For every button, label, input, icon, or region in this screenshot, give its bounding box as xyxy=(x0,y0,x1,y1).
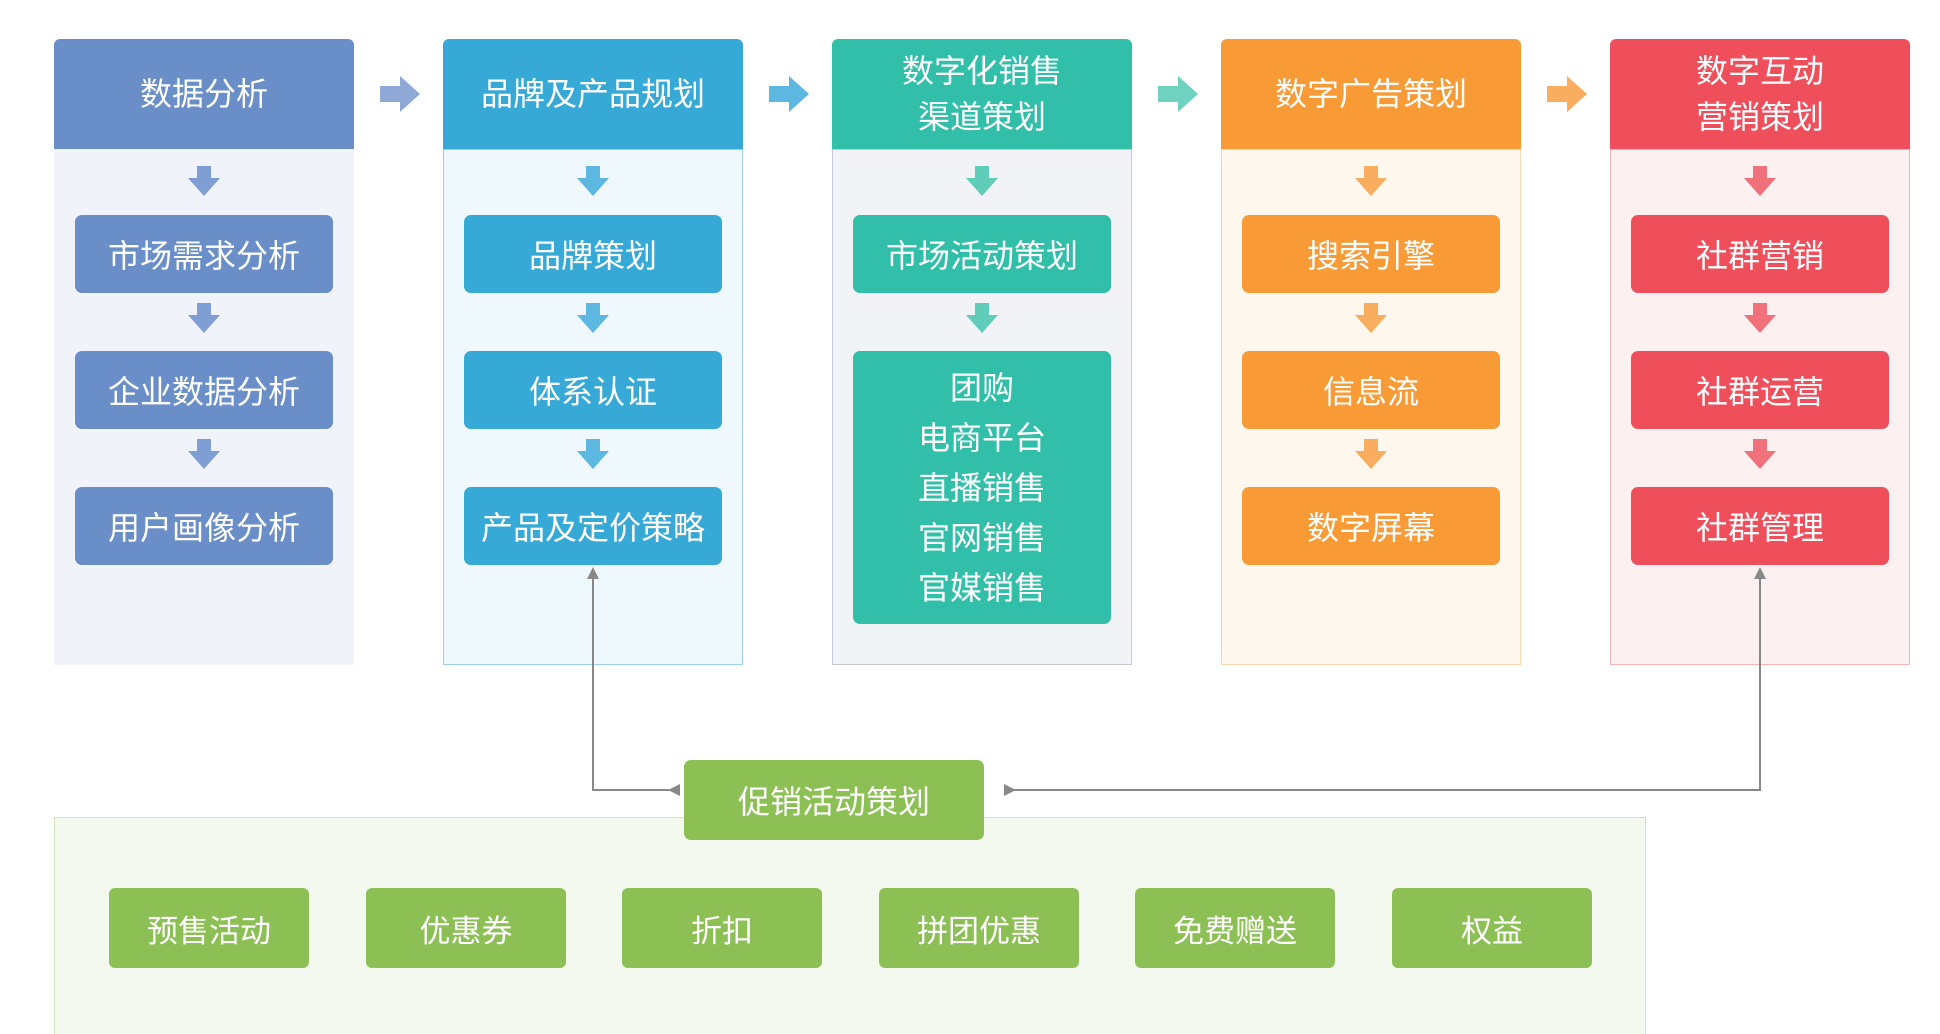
step-box: 社群运营 xyxy=(1631,351,1889,429)
sales-channel-list: 团购 电商平台 直播销售 官网销售 官媒销售 xyxy=(853,351,1111,624)
promotion-panel xyxy=(54,817,1646,1034)
column-header-label: 数据分析 xyxy=(139,75,268,113)
sales-channel-item: 团购 xyxy=(949,368,1014,407)
promotion-item: 预售活动 xyxy=(109,888,309,968)
sales-channel-item: 电商平台 xyxy=(917,418,1046,457)
step-box: 搜索引擎 xyxy=(1242,215,1500,293)
arrow-down-icon xyxy=(577,303,609,333)
arrow-down-icon xyxy=(1744,303,1776,333)
arrow-down-icon xyxy=(1744,166,1776,196)
promotion-item: 优惠券 xyxy=(366,888,566,968)
column-header: 数字互动 营销策划 xyxy=(1610,39,1910,149)
column-header-label: 品牌及产品规划 xyxy=(480,75,705,113)
column-header: 数据分析 xyxy=(54,39,354,149)
step-box: 企业数据分析 xyxy=(75,351,333,429)
arrow-down-icon xyxy=(966,303,998,333)
step-box: 社群管理 xyxy=(1631,487,1889,565)
column-brand-product: 品牌及产品规划 品牌策划 体系认证 产品及定价策略 xyxy=(443,39,743,665)
step-box: 用户画像分析 xyxy=(75,487,333,565)
arrow-right-icon xyxy=(380,76,420,112)
step-box: 市场需求分析 xyxy=(75,215,333,293)
arrow-down-icon xyxy=(1744,439,1776,469)
promotion-item: 权益 xyxy=(1392,888,1592,968)
arrow-down-icon xyxy=(188,166,220,196)
arrow-down-icon xyxy=(577,166,609,196)
arrow-right-icon xyxy=(1158,76,1198,112)
arrow-down-icon xyxy=(577,439,609,469)
column-header: 数字广告策划 xyxy=(1221,39,1521,149)
arrow-down-icon xyxy=(188,439,220,469)
sales-channel-item: 直播销售 xyxy=(917,468,1046,507)
promotion-item: 折扣 xyxy=(622,888,822,968)
promotion-item: 免费赠送 xyxy=(1135,888,1335,968)
column-header-line: 数字互动 xyxy=(1695,52,1824,90)
column-data-analysis: 数据分析 市场需求分析 企业数据分析 用户画像分析 xyxy=(54,39,354,665)
column-header: 数字化销售 渠道策划 xyxy=(832,39,1132,149)
arrow-down-icon xyxy=(188,303,220,333)
column-header-line: 数字化销售 xyxy=(901,52,1062,90)
arrow-down-icon xyxy=(1355,166,1387,196)
sales-channel-item: 官网销售 xyxy=(917,518,1046,557)
step-box: 数字屏幕 xyxy=(1242,487,1500,565)
promotion-title-box: 促销活动策划 xyxy=(684,760,984,840)
arrow-down-icon xyxy=(966,166,998,196)
step-box: 品牌策划 xyxy=(464,215,722,293)
step-box: 产品及定价策略 xyxy=(464,487,722,565)
promotion-item: 拼团优惠 xyxy=(879,888,1079,968)
arrow-down-icon xyxy=(1355,303,1387,333)
column-digital-sales-channel: 数字化销售 渠道策划 市场活动策划 团购 电商平台 直播销售 官网销售 官媒销售 xyxy=(832,39,1132,665)
arrow-right-icon xyxy=(1547,76,1587,112)
column-digital-ads: 数字广告策划 搜索引擎 信息流 数字屏幕 xyxy=(1221,39,1521,665)
column-digital-interactive-marketing: 数字互动 营销策划 社群营销 社群运营 社群管理 xyxy=(1610,39,1910,665)
column-header: 品牌及产品规划 xyxy=(443,39,743,149)
arrow-down-icon xyxy=(1355,439,1387,469)
column-header-line: 渠道策划 xyxy=(917,98,1046,136)
arrow-right-icon xyxy=(769,76,809,112)
step-box: 体系认证 xyxy=(464,351,722,429)
step-box: 市场活动策划 xyxy=(853,215,1111,293)
column-header-line: 营销策划 xyxy=(1695,98,1824,136)
sales-channel-item: 官媒销售 xyxy=(917,568,1046,607)
step-box: 信息流 xyxy=(1242,351,1500,429)
step-box: 社群营销 xyxy=(1631,215,1889,293)
column-header-label: 数字广告策划 xyxy=(1274,75,1467,113)
